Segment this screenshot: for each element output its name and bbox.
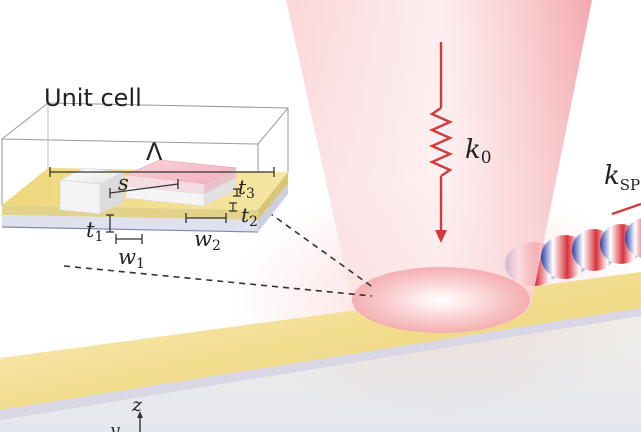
spacing-label: s (118, 171, 129, 195)
axis-z-label: z (131, 394, 143, 416)
w2-label: w2 (194, 227, 221, 254)
period-label: Λ (146, 138, 163, 166)
axis-y-label: y (109, 421, 120, 432)
focal-spot (352, 267, 530, 333)
t2-label: t2 (241, 203, 258, 230)
zoom-leader-lines (63, 211, 375, 297)
unit-cell-dimensions (49, 167, 275, 244)
k0-wave-arrow (429, 42, 453, 243)
kspp-arrow (611, 202, 641, 216)
kspp-label: kSP (604, 161, 640, 194)
coordinate-axes: z y (109, 394, 143, 432)
t3-label: t3 (238, 175, 255, 202)
w1-label: w1 (118, 245, 145, 272)
unit-cell-title: Unit cell (44, 84, 142, 112)
t1-label: t1 (86, 218, 103, 245)
k0-label: k0 (465, 135, 492, 168)
